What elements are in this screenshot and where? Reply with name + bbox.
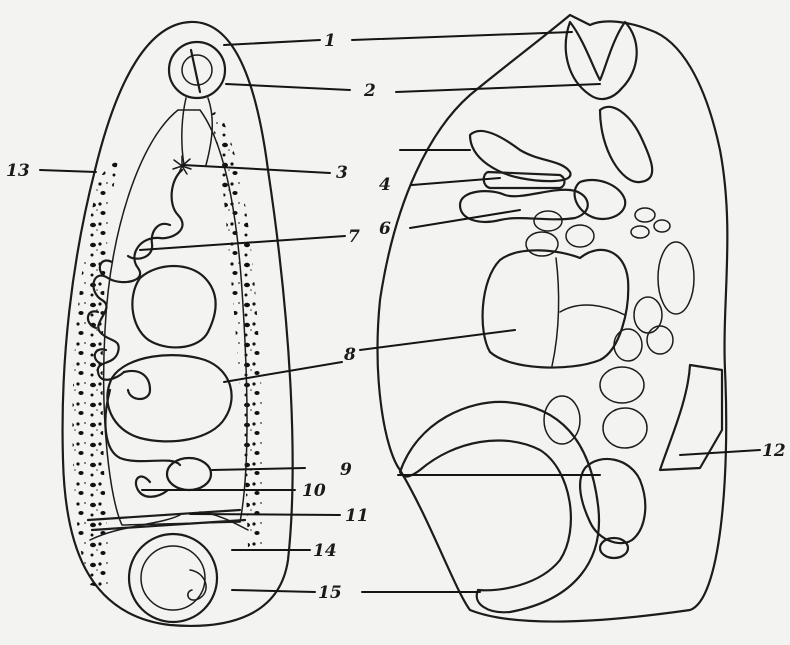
egg-cluster (526, 208, 694, 448)
label-1: 1 (324, 31, 336, 51)
right-pharynx (600, 107, 652, 182)
oral-sucker (169, 42, 225, 98)
right-specimen (378, 15, 728, 622)
right-ovary (580, 459, 645, 543)
label-12: 12 (762, 441, 786, 461)
label-9: 9 (340, 460, 352, 480)
right-ventral-sucker (400, 402, 599, 612)
label-10: 10 (302, 481, 326, 501)
label-7: 7 (348, 227, 360, 247)
ovary (167, 458, 211, 490)
anterior-testis (132, 266, 215, 347)
label-13: 13 (6, 161, 30, 181)
ventral-sucker (129, 534, 217, 622)
seminal-receptacle (136, 477, 168, 497)
label-2: 2 (363, 81, 376, 101)
label-11: 11 (345, 506, 369, 526)
left-specimen (63, 22, 293, 626)
label-14: 14 (313, 541, 337, 561)
right-oral-sucker (566, 22, 637, 99)
left-vitellaria-band (72, 150, 120, 590)
posterior-testis (107, 355, 231, 441)
label-4: 4 (379, 175, 391, 195)
label-6: 6 (379, 219, 391, 239)
label-15: 15 (318, 583, 342, 603)
right-vitellaria-band (210, 110, 264, 548)
label-3: 3 (336, 163, 348, 183)
leader-lines (40, 32, 760, 592)
label-8: 8 (343, 345, 356, 365)
right-body-outline (378, 15, 728, 622)
